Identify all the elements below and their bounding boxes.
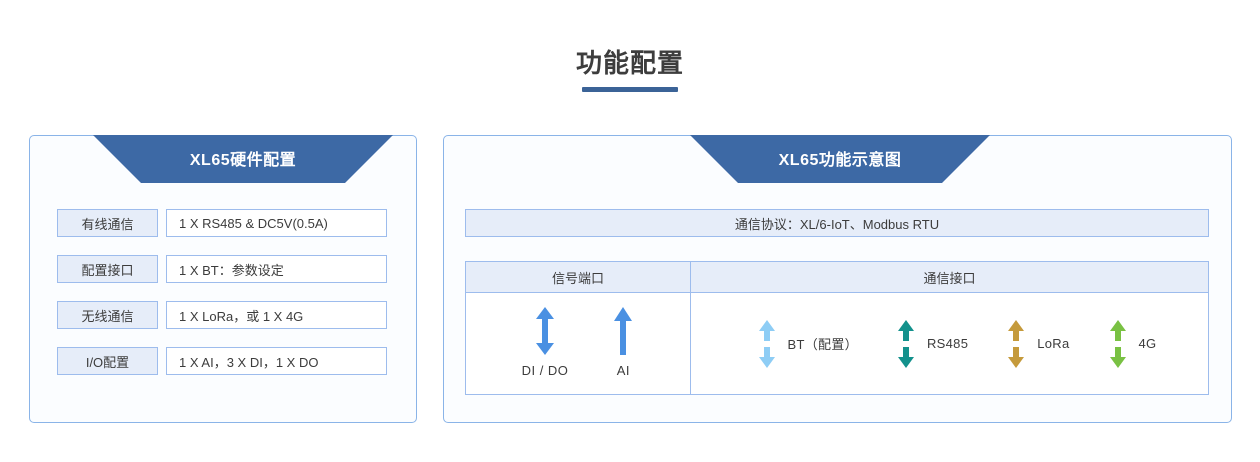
signal-port-ai: AI <box>612 307 634 378</box>
page-header: 功能配置 <box>0 46 1260 92</box>
row-value-io: 1 X AI，3 X DI，1 X DO <box>166 347 387 375</box>
row-value-config-port: 1 X BT：参数设定 <box>166 255 387 283</box>
column-header-comm-port: 通信接口 <box>923 270 976 286</box>
row-label-io: I/O配置 <box>57 347 158 375</box>
signal-port-di-do-label: DI / DO <box>521 363 569 378</box>
comm-port-rs485: RS485 <box>896 319 969 368</box>
row-value-wireless: 1 X LoRa，或 1 X 4G <box>166 301 387 329</box>
comm-port-rs485-label: RS485 <box>926 336 969 351</box>
comm-port-lora-label: LoRa <box>1037 336 1070 351</box>
row-label-wireless: 无线通信 <box>57 301 158 329</box>
title-underline <box>582 87 678 92</box>
protocol-bar: 通信协议：XL/6-IoT、Modbus RTU <box>465 209 1209 237</box>
function-diagram-banner: XL65功能示意图 <box>690 135 990 183</box>
table-row: I/O配置 1 X AI，3 X DI，1 X DO <box>57 347 387 375</box>
comm-port-4g: 4G <box>1108 319 1157 368</box>
split-arrow-updown-icon <box>757 319 777 368</box>
interface-table-header: 信号端口 通信接口 <box>466 262 1208 293</box>
table-row: 有线通信 1 X RS485 & DC5V(0.5A) <box>57 209 387 237</box>
hardware-config-banner: XL65硬件配置 <box>93 135 393 183</box>
row-label-config-port: 配置接口 <box>57 255 158 283</box>
interface-table: 信号端口 通信接口 DI / DO <box>465 261 1209 395</box>
column-header-signal-port: 信号端口 <box>466 262 691 292</box>
row-label-wired: 有线通信 <box>57 209 158 237</box>
table-row: 配置接口 1 X BT：参数设定 <box>57 255 387 283</box>
split-arrow-updown-icon <box>1108 319 1128 368</box>
split-arrow-updown-icon <box>896 319 916 368</box>
double-arrow-updown-icon <box>534 307 556 355</box>
arrow-up-icon <box>612 307 634 355</box>
comm-port-4g-label: 4G <box>1138 336 1157 351</box>
interface-table-body: DI / DO AI <box>466 293 1208 394</box>
comm-port-bt-label: BT（配置） <box>787 337 858 352</box>
function-diagram-panel: XL65功能示意图 通信协议：XL/6-IoT、Modbus RTU 信号端口 … <box>443 135 1232 423</box>
hardware-config-rows: 有线通信 1 X RS485 & DC5V(0.5A) 配置接口 1 X BT：… <box>57 209 387 375</box>
signal-port-cell: DI / DO AI <box>466 293 691 394</box>
comm-port-bt: BT（配置） <box>757 319 858 368</box>
page-title: 功能配置 <box>575 48 684 78</box>
table-row: 无线通信 1 X LoRa，或 1 X 4G <box>57 301 387 329</box>
hardware-config-banner-title: XL65硬件配置 <box>189 152 297 169</box>
split-arrow-updown-icon <box>1006 319 1026 368</box>
row-value-wired: 1 X RS485 & DC5V(0.5A) <box>166 209 387 237</box>
signal-port-ai-label: AI <box>616 363 631 378</box>
comm-port-cell: BT（配置） RS485 <box>691 293 1208 394</box>
signal-port-di-do: DI / DO <box>522 307 569 378</box>
function-diagram-banner-title: XL65功能示意图 <box>778 152 902 169</box>
hardware-config-panel: XL65硬件配置 有线通信 1 X RS485 & DC5V(0.5A) 配置接… <box>29 135 417 423</box>
comm-port-lora: LoRa <box>1006 319 1070 368</box>
